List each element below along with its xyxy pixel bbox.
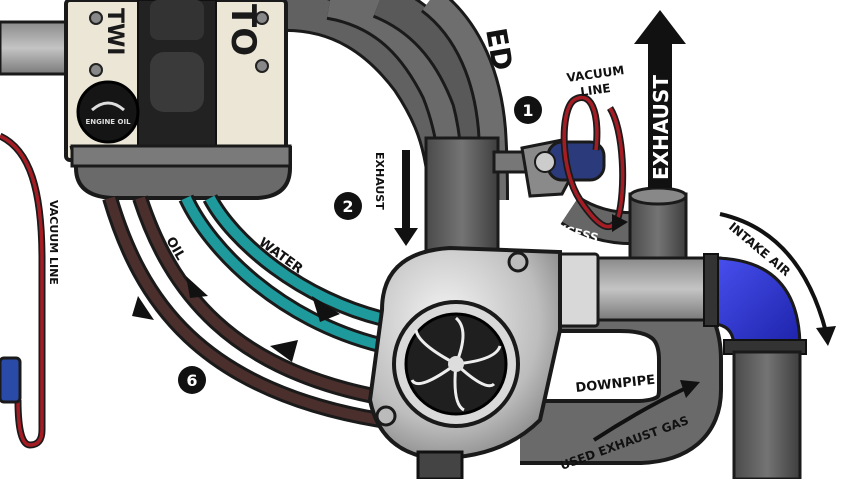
engine-brand-a: TWI (102, 8, 127, 55)
svg-text:6: 6 (186, 371, 197, 390)
label-vacuum-line-2: LINE (579, 81, 611, 99)
wastegate (492, 138, 606, 198)
water-lines (178, 194, 390, 353)
step-badge-6: 6 (178, 366, 206, 394)
intake-down-pipe (732, 350, 802, 481)
oil-cap-text: ENGINE OIL (85, 118, 131, 126)
label-vacuum-line-left: VACUUM LINE (47, 200, 60, 285)
left-tube (0, 20, 72, 76)
exhaust-down-arrow (394, 150, 418, 246)
step-badge-1: 1 (514, 96, 542, 124)
blow-off-valve (0, 356, 22, 404)
oil-lines (102, 195, 386, 428)
step-badge-2: 2 (334, 192, 362, 220)
exhaust-arrow: EXHAUST (634, 10, 686, 188)
engine-brand-b: TO (223, 4, 263, 56)
label-exhaust-up: EXHAUST (649, 75, 673, 180)
manifold-text: ED (479, 25, 519, 72)
label-vacuum-line-1: VACUUM (566, 63, 625, 85)
svg-text:1: 1 (522, 101, 533, 120)
svg-text:2: 2 (342, 197, 353, 216)
label-downpipe: DOWNPIPE (575, 373, 656, 396)
label-exhaust-side: EXHAUST (373, 152, 386, 210)
engine-block: TWI TO ENGINE OIL (64, 0, 292, 200)
collector-pipe (424, 136, 500, 270)
turbocharger (367, 245, 562, 481)
oil-cap (76, 80, 140, 144)
